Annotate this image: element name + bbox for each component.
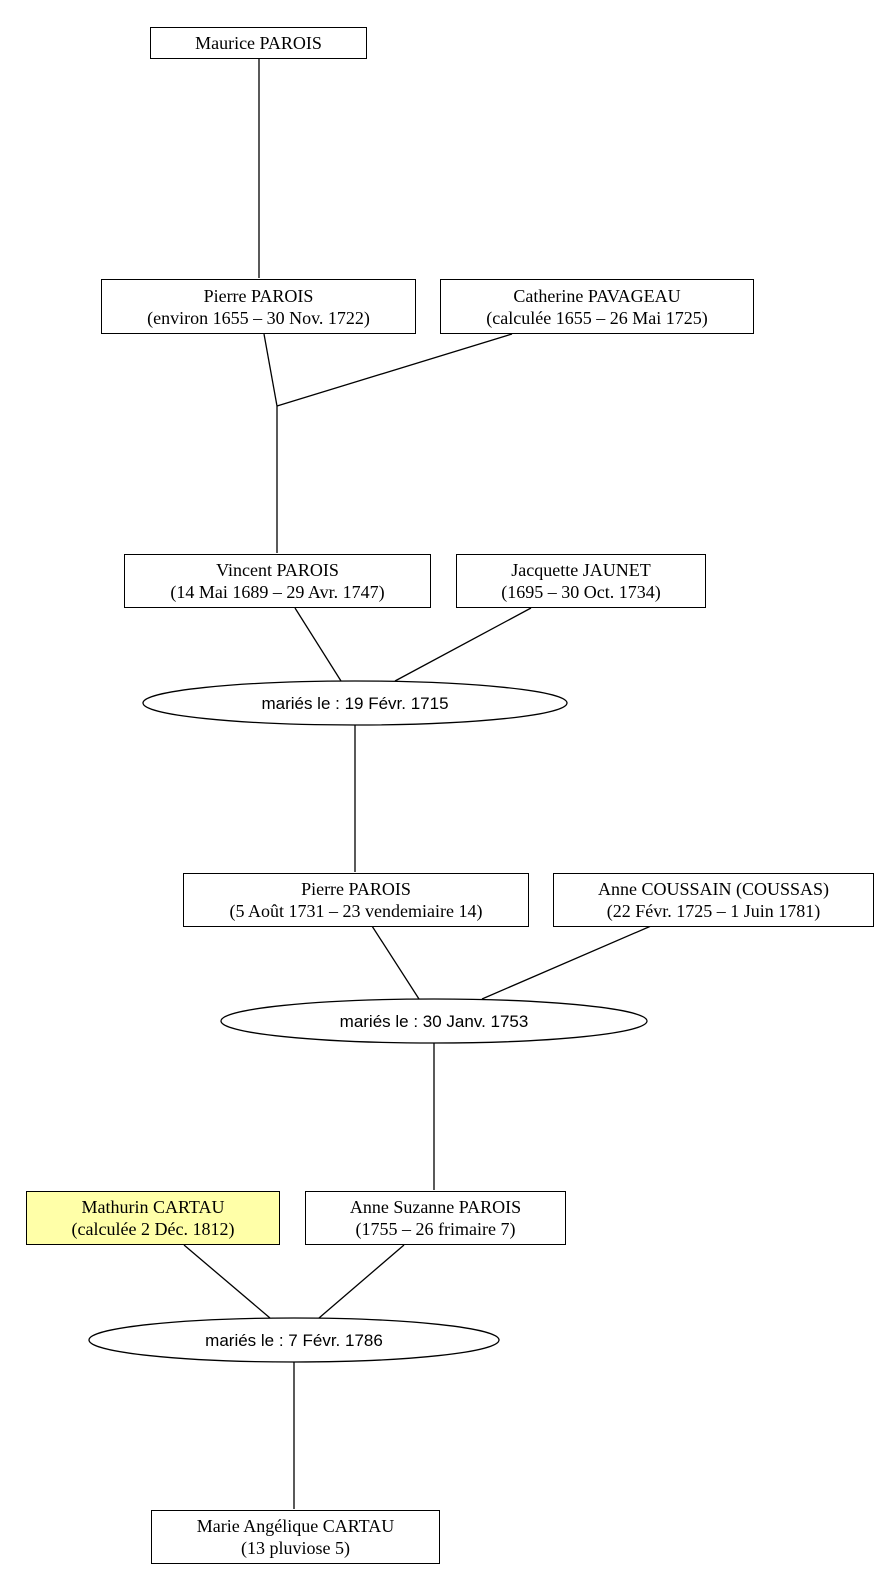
person-dates: (environ 1655 – 30 Nov. 1722)	[147, 307, 370, 328]
person-dates: (1695 – 30 Oct. 1734)	[501, 582, 661, 602]
person-jacquette-jaunet[interactable]: Jacquette JAUNET (1695 – 30 Oct. 1734)	[456, 554, 706, 608]
person-marie-angelique-cartau[interactable]: Marie Angélique CARTAU (13 pluviose 5)	[151, 1510, 440, 1564]
person-name: Pierre PAROIS	[301, 879, 411, 899]
person-dates: (14 Mai 1689 – 29 Avr. 1747)	[170, 582, 385, 602]
person-name: Mathurin CARTAU	[81, 1197, 225, 1217]
edge-vincent-m1	[294, 607, 342, 682]
marriage-node-3	[88, 1317, 500, 1363]
edge-anne-m2	[481, 925, 652, 1000]
person-name: Marie Angélique CARTAU	[196, 1516, 395, 1536]
edge-catherine-junction	[276, 333, 513, 407]
edge-pierre-junction	[263, 333, 278, 407]
person-pierre-parois-1655[interactable]: Pierre PAROIS (environ 1655 – 30 Nov. 17…	[101, 279, 416, 334]
person-name: Catherine PAVAGEAU	[513, 285, 681, 306]
person-anne-suzanne-parois[interactable]: Anne Suzanne PAROIS (1755 – 26 frimaire …	[305, 1191, 566, 1245]
marriage-label-1: mariés le : 19 Févr. 1715	[261, 694, 448, 713]
person-name: Pierre PAROIS	[203, 285, 314, 306]
edge-pierre2-m2	[371, 925, 420, 1000]
person-mathurin-cartau[interactable]: Mathurin CARTAU (calculée 2 Déc. 1812)	[26, 1191, 280, 1245]
person-name: Jacquette JAUNET	[511, 560, 651, 580]
person-dates: (5 Août 1731 – 23 vendemiaire 14)	[229, 901, 483, 921]
person-name: Anne Suzanne PAROIS	[349, 1197, 522, 1217]
person-pierre-parois-1731[interactable]: Pierre PAROIS (5 Août 1731 – 23 vendemia…	[183, 873, 529, 927]
edge-annesuzanne-m3	[318, 1244, 405, 1319]
person-dates: (calculée 2 Déc. 1812)	[71, 1219, 235, 1239]
marriage-label-2: mariés le : 30 Janv. 1753	[340, 1012, 529, 1031]
person-name: Vincent PAROIS	[216, 560, 339, 580]
person-anne-coussain[interactable]: Anne COUSSAIN (COUSSAS) (22 Févr. 1725 –…	[553, 873, 874, 927]
person-dates: (22 Févr. 1725 – 1 Juin 1781)	[606, 901, 821, 921]
person-dates: (13 pluviose 5)	[241, 1538, 350, 1558]
person-maurice-parois[interactable]: Maurice PAROIS	[150, 27, 367, 59]
person-vincent-parois[interactable]: Vincent PAROIS (14 Mai 1689 – 29 Avr. 17…	[124, 554, 431, 608]
marriage-node-2	[220, 998, 648, 1044]
marriage-node-1	[142, 680, 568, 726]
person-dates: (1755 – 26 frimaire 7)	[355, 1219, 516, 1239]
marriage-label-3: mariés le : 7 Févr. 1786	[205, 1331, 383, 1350]
person-name: Anne COUSSAIN (COUSSAS)	[597, 879, 830, 899]
edge-jacquette-m1	[394, 607, 532, 682]
person-dates: (calculée 1655 – 26 Mai 1725)	[486, 307, 708, 328]
person-catherine-pavageau[interactable]: Catherine PAVAGEAU (calculée 1655 – 26 M…	[440, 279, 754, 334]
edge-mathurin-m3	[183, 1244, 271, 1319]
person-name: Maurice PAROIS	[195, 33, 322, 53]
